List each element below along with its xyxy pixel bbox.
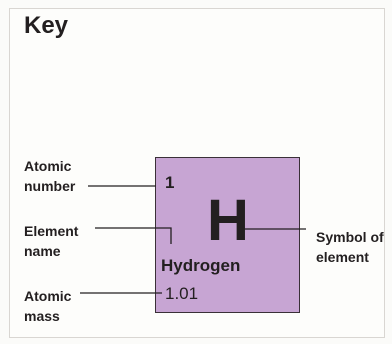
label-element-name-line1: Element	[24, 223, 79, 239]
label-symbol-of-element: Symbol of element	[316, 227, 384, 267]
label-atomic-mass-line2: mass	[24, 308, 60, 324]
label-atomic-mass: Atomic mass	[24, 286, 71, 326]
label-atomic-number-line2: number	[24, 178, 76, 194]
label-atomic-mass-line1: Atomic	[24, 288, 72, 304]
label-atomic-number: Atomic number	[24, 156, 75, 196]
key-title: Key	[24, 12, 69, 39]
label-symbol-line1: Symbol of	[316, 229, 384, 245]
label-atomic-number-line1: Atomic	[24, 158, 72, 174]
label-symbol-line2: element	[316, 249, 369, 265]
tile-element-name: Hydrogen	[161, 256, 241, 275]
leader-element-name	[95, 227, 172, 244]
label-element-name-line2: name	[24, 243, 61, 259]
tile-atomic-mass: 1.01	[165, 284, 199, 303]
tile-atomic-number: 1	[165, 173, 175, 192]
tile-element-symbol: H	[207, 188, 249, 253]
element-tile	[155, 157, 300, 313]
label-element-name: Element name	[24, 221, 78, 261]
